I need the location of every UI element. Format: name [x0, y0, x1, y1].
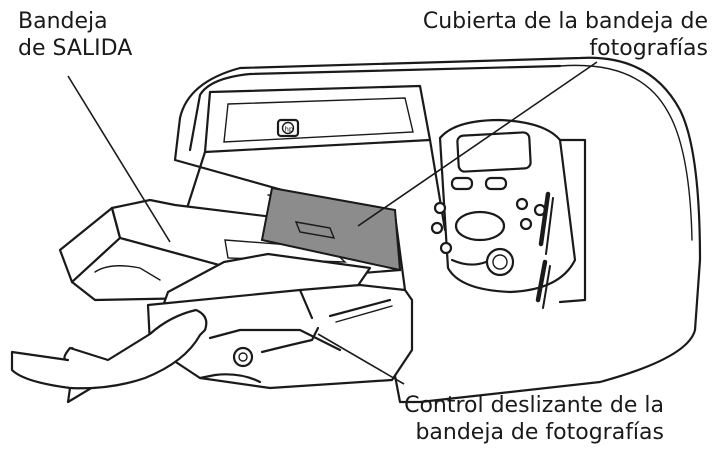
svg-text:hp: hp	[285, 126, 294, 134]
navigation-pad[interactable]	[454, 210, 506, 242]
lcd-screen	[456, 131, 532, 173]
panel-button-right[interactable]	[484, 176, 508, 191]
panel-button-2[interactable]	[430, 221, 444, 235]
leader-lines	[67, 61, 598, 385]
leader-photo-tray-cover	[357, 61, 598, 227]
panel-button-1[interactable]	[433, 201, 447, 215]
photo-tray-slider-knob[interactable]	[232, 346, 254, 368]
front-base	[146, 283, 414, 390]
photo-tray-cover-label-line2: fotografías	[589, 36, 708, 61]
top-cover	[178, 84, 447, 232]
panel-button-3[interactable]	[439, 241, 453, 255]
output-tray-label-line1: Bandeja	[18, 9, 108, 34]
panel-button-4[interactable]	[515, 197, 529, 211]
photo-tray-cover-label: Cubierta de la bandeja de fotografías	[423, 8, 708, 62]
photo-tray-cover-label-line1: Cubierta de la bandeja de	[422, 9, 708, 34]
motion-arrow	[10, 308, 208, 404]
photo-tray-cover	[260, 186, 402, 272]
photo-tray-slider-label-line2: bandeja de fotografías	[415, 420, 664, 445]
photo-tray-slider-label-line1: Control deslizante de la	[404, 393, 664, 418]
output-tray-label-line2: de SALIDA	[18, 36, 133, 61]
leader-photo-tray-slider	[317, 333, 405, 385]
panel-button-5[interactable]	[519, 217, 533, 231]
photo-tray-slider-label: Control deslizante de la bandeja de foto…	[404, 392, 664, 446]
hp-logo-icon: hp	[276, 118, 300, 138]
memory-card-slots	[535, 138, 587, 309]
output-tray-label: Bandeja de SALIDA	[18, 8, 132, 62]
leader-output-tray	[67, 75, 171, 243]
panel-button-left[interactable]	[450, 176, 474, 191]
control-panel	[430, 118, 577, 294]
print-button[interactable]	[485, 247, 515, 277]
